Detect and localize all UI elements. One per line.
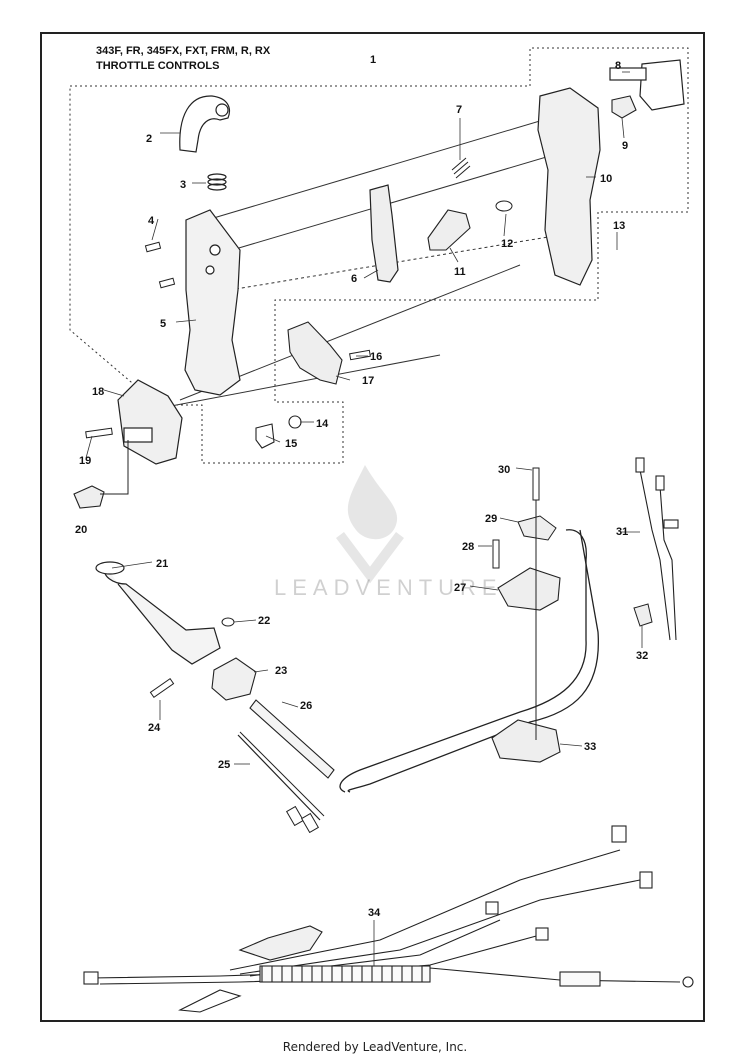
diagram-title-section: THROTTLE CONTROLS (96, 60, 220, 72)
part-ref-21: 21 (156, 558, 169, 570)
part-ref-15: 15 (285, 438, 298, 450)
part-18-cover (117, 379, 183, 465)
part-ref-19: 19 (79, 455, 92, 467)
part-10-handle-half (537, 87, 601, 286)
part-ref-6: 6 (351, 273, 358, 285)
part-8-bracket (609, 59, 685, 111)
footer-credit: Rendered by LeadVenture, Inc. (282, 1040, 468, 1054)
part-ref-24: 24 (148, 722, 161, 734)
part-ref-23: 23 (275, 665, 288, 677)
part-ref-7: 7 (456, 104, 463, 116)
flame-v-logo-icon (336, 465, 404, 584)
part-ref-31: 31 (616, 526, 629, 538)
part-ref-10: 10 (600, 173, 613, 185)
part-ref-8: 8 (615, 60, 622, 72)
part-ref-13: 13 (613, 220, 626, 232)
part-ref-4: 4 (148, 215, 155, 227)
part-ref-5: 5 (160, 318, 167, 330)
part-ref-9: 9 (622, 140, 629, 152)
part-ref-28: 28 (462, 541, 475, 553)
part-ref-29: 29 (485, 513, 498, 525)
part-ref-3: 3 (180, 179, 187, 191)
part-ref-16: 16 (370, 351, 383, 363)
part-ref-26: 26 (300, 700, 313, 712)
part-16-lock (287, 321, 343, 385)
watermark-text: LEADVENTURE (274, 575, 503, 600)
part-ref-14: 14 (316, 418, 329, 430)
part-3-spring (207, 173, 227, 191)
part-34-harness (83, 825, 694, 1013)
part-21-grip (95, 561, 221, 665)
part-ref-33: 33 (584, 741, 597, 753)
handlebar-tube (339, 529, 599, 793)
part-ref-27: 27 (454, 582, 467, 594)
part-ref-30: 30 (498, 464, 511, 476)
part-ref-17: 17 (362, 375, 375, 387)
part-6-trigger (369, 184, 399, 283)
part-ref-32: 32 (636, 650, 649, 662)
part-ref-2: 2 (146, 133, 153, 145)
part-ref-18: 18 (92, 386, 105, 398)
diagram-title-models: 343F, FR, 345FX, FXT, FRM, R, RX (96, 45, 271, 57)
part-ref-25: 25 (218, 759, 231, 771)
part-ref-22: 22 (258, 615, 271, 627)
part-2-cap (179, 95, 231, 153)
part-ref-20: 20 (75, 524, 88, 536)
part-ref-12: 12 (501, 238, 514, 250)
part-ref-11: 11 (454, 266, 466, 278)
part-ref-1: 1 (370, 54, 377, 66)
part-5-handle-half (184, 209, 241, 396)
part-ref-34: 34 (368, 907, 381, 919)
